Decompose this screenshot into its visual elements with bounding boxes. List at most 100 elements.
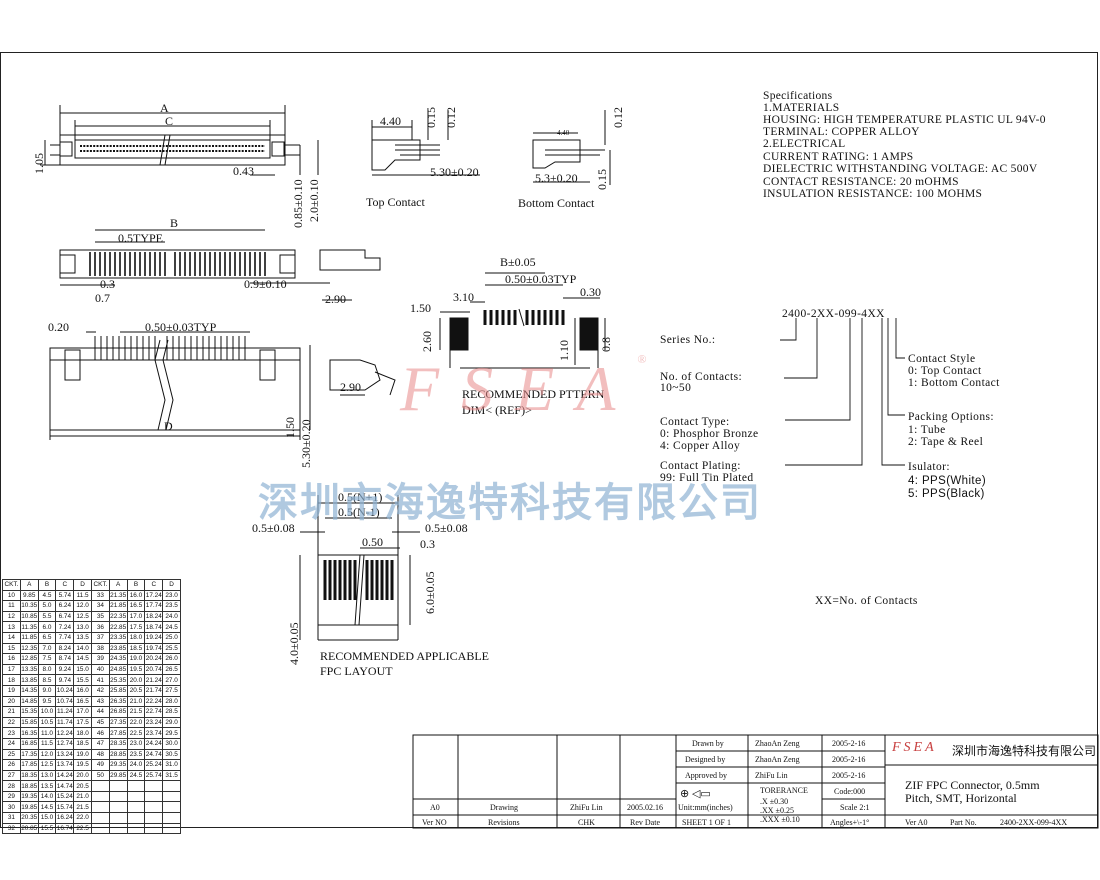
- table-cell: 24.5: [126, 769, 146, 782]
- table-cell: 20.0: [73, 769, 92, 782]
- tb-ver: Ver A0: [905, 818, 928, 827]
- xx-note: XX=No. of Contacts: [815, 595, 918, 607]
- table-cell: 17.24: [144, 589, 164, 602]
- table-cell: 12.24: [55, 727, 75, 739]
- table-cell: 20.85: [19, 822, 39, 835]
- table-cell: [126, 822, 146, 835]
- table-cell: [144, 812, 164, 824]
- pn-code: 2400-2XX-099-4XX: [782, 308, 885, 320]
- table-cell: 12.5: [37, 759, 57, 771]
- table-cell: 6.5: [37, 631, 57, 644]
- table-cell: 21.0: [126, 695, 146, 708]
- table-cell: 17.74: [144, 600, 164, 612]
- table-cell: 27.35: [108, 716, 128, 729]
- view-plan: [59, 229, 381, 301]
- tb-rev-a0: A0: [430, 803, 440, 812]
- table-cell: 10: [2, 589, 21, 602]
- table-cell: 24.24: [144, 737, 164, 750]
- table-cell: 21.5: [73, 801, 92, 814]
- table-cell: 38: [90, 642, 110, 655]
- tb-angles: Angles+\-1°: [830, 818, 870, 827]
- tb-drawn-by: Drawn by: [692, 739, 724, 748]
- pn-style0: 0: Top Contact: [908, 365, 982, 377]
- tb-company: 深圳市海逸特科技有限公司: [952, 744, 1097, 758]
- pn-ins5: 5: PPS(Black): [908, 488, 985, 500]
- table-cell: 11.74: [55, 716, 75, 729]
- dim-nm1: 0.5(N-1): [338, 505, 380, 519]
- table-cell: [108, 780, 128, 792]
- label-fpc-layout-1: RECOMMENDED APPLICABLE: [320, 649, 490, 663]
- table-cell: 21.24: [144, 674, 164, 686]
- tb-rev-date: 2005.02.16: [627, 803, 663, 812]
- table-cell: 22: [2, 716, 21, 729]
- table-header-cell: C: [144, 579, 164, 591]
- table-cell: 16.5: [73, 695, 92, 708]
- table-cell: 14.24: [55, 769, 75, 782]
- table-cell: 19.35: [19, 790, 39, 803]
- table-cell: 25.5: [162, 642, 181, 655]
- table-cell: 8.24: [55, 642, 75, 655]
- table-cell: 24.35: [108, 653, 128, 665]
- table-cell: 7.0: [37, 642, 57, 655]
- tb-tol-icon: ⊕ ◁▭: [680, 788, 711, 800]
- view-fpc-layout: [299, 495, 420, 641]
- table-cell: 31.5: [162, 769, 181, 782]
- table-cell: 20.0: [126, 674, 146, 686]
- table-cell: [90, 801, 110, 814]
- table-cell: 20.5: [126, 684, 146, 697]
- pn-plating: Contact Plating:: [660, 460, 741, 472]
- table-cell: 14.0: [73, 642, 92, 655]
- table-cell: 14: [2, 631, 21, 644]
- table-cell: 18.0: [126, 631, 146, 644]
- table-cell: [108, 822, 128, 835]
- table-header-cell: A: [19, 579, 39, 591]
- table-cell: 8.0: [37, 663, 57, 676]
- table-cell: 15.74: [55, 801, 75, 814]
- table-cell: 14.5: [73, 653, 92, 665]
- view-bottom-contact: [532, 110, 611, 185]
- table-cell: 5.5: [37, 610, 57, 623]
- pn-insulator: Isulator:: [908, 461, 950, 473]
- table-cell: 29.35: [108, 759, 128, 771]
- dim-53: 5.3±0.20: [535, 171, 578, 185]
- table-cell: 32: [2, 822, 21, 835]
- spec-line: CURRENT RATING: 1 AMPS: [763, 151, 914, 163]
- table-cell: 16.74: [55, 822, 75, 835]
- view-pcb-pattern: [439, 272, 606, 369]
- table-cell: [90, 822, 110, 835]
- dim-050typ2: 0.50±0.03TYP: [505, 272, 577, 286]
- tb-code: Code:000: [834, 787, 866, 796]
- table-cell: 45: [90, 716, 110, 729]
- table-cell: 23.85: [108, 642, 128, 655]
- tb-designed-date: 2005-2-16: [832, 755, 866, 764]
- table-cell: 10.5: [37, 716, 57, 729]
- table-cell: 22.5: [73, 822, 92, 835]
- pn-ctype: Contact Type:: [660, 416, 730, 428]
- pn-packing: Packing Options:: [908, 411, 994, 423]
- dim-030: 0.30: [580, 285, 601, 299]
- table-cell: 10.0: [37, 706, 57, 718]
- dim-d: D: [164, 419, 173, 433]
- dim-043: 0.43: [233, 164, 254, 178]
- table-cell: 12.0: [73, 600, 92, 612]
- table-cell: 12: [2, 610, 21, 623]
- title-block-lines: [412, 734, 1099, 829]
- tb-approved-date: 2005-2-16: [832, 771, 866, 780]
- table-cell: 7.5: [37, 653, 57, 665]
- table-cell: 22.5: [126, 727, 146, 739]
- table-cell: 31.0: [162, 759, 181, 771]
- table-cell: 22.35: [108, 610, 128, 623]
- dim-e050: 0.50: [362, 535, 383, 549]
- table-cell: 13.5: [37, 780, 57, 792]
- table-cell: [108, 790, 128, 803]
- table-cell: 11.5: [37, 737, 57, 750]
- table-cell: 6.0: [37, 621, 57, 633]
- table-cell: 8.74: [55, 653, 75, 665]
- table-cell: 24: [2, 737, 21, 750]
